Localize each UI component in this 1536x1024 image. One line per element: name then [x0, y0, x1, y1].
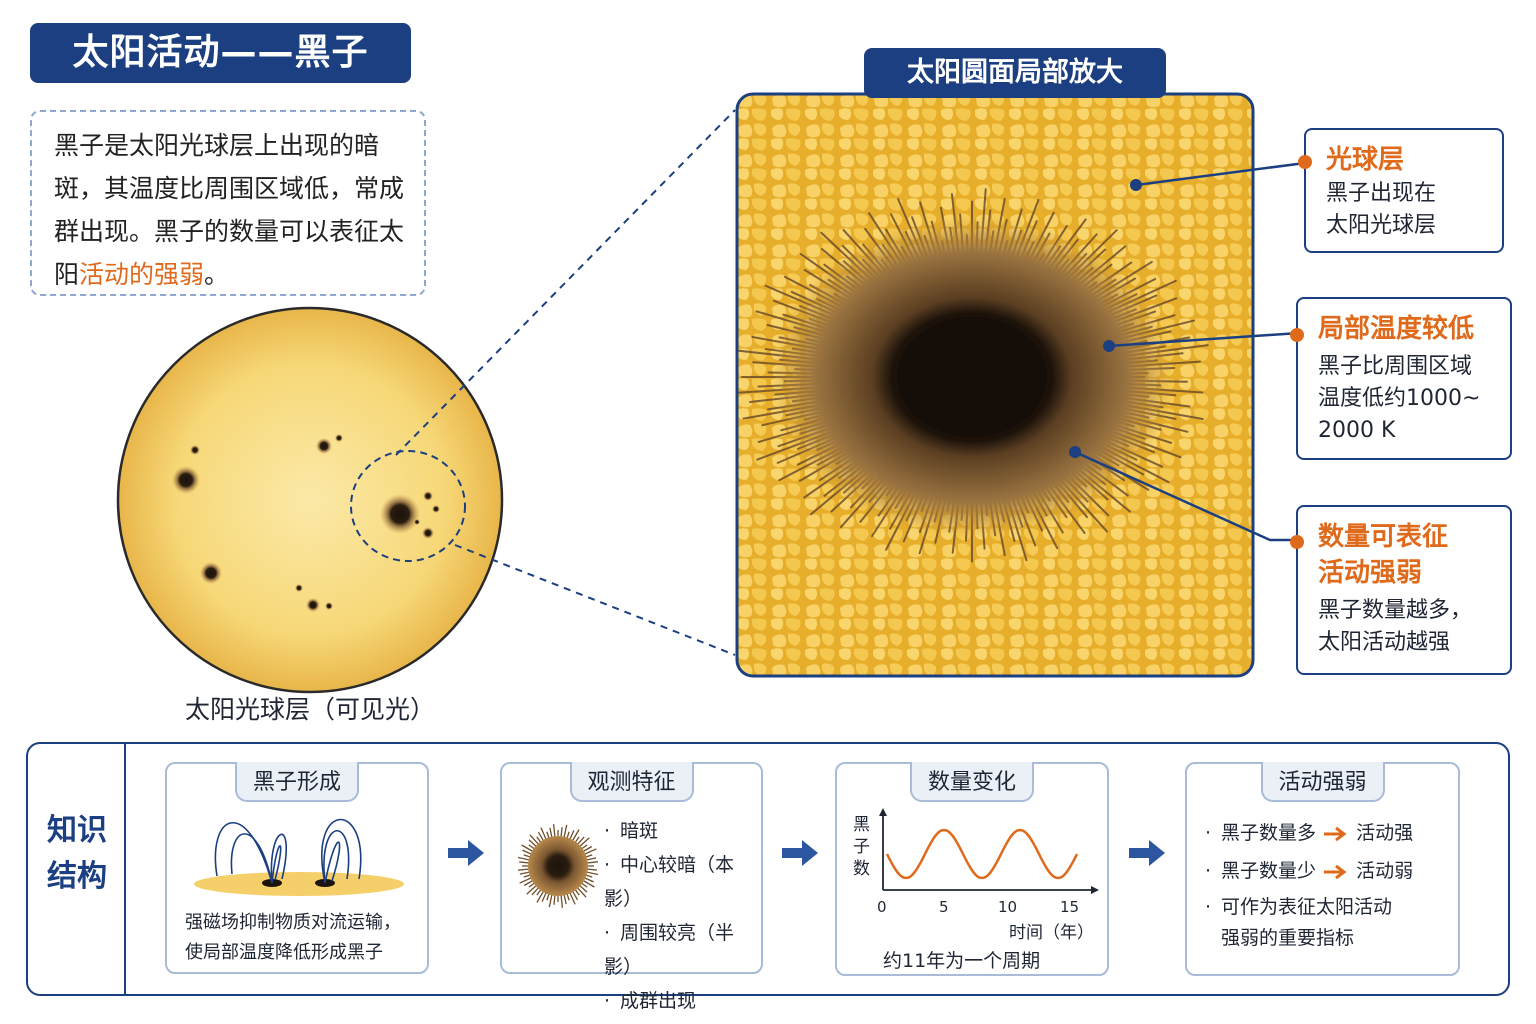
callout-photosphere: 光球层 黑子出现在 太阳光球层 — [1298, 128, 1504, 253]
intro-box: 黑子是太阳光球层上出现的暗斑，其温度比周围区域低，常成群出现。黑子的数量可以表征… — [30, 110, 426, 296]
magnetic-field-icon — [194, 818, 404, 896]
flow-arrow-icon — [782, 840, 818, 866]
callout-line: 黑子出现在 — [1326, 181, 1437, 206]
card-formation: 黑子形成 强磁场抑制物质对流运输， 使局部温度降低形成黑子 — [165, 762, 429, 974]
callout-line: 2000 K — [1318, 418, 1396, 443]
pointer-dot-count — [1069, 446, 1081, 458]
callout-title: 局部温度较低 — [1318, 314, 1475, 344]
orange-arrow-icon — [1324, 864, 1347, 879]
intro-text: 黑子是太阳光球层上出现的暗斑，其温度比周围区域低，常成群出现。黑子的数量可以表征… — [54, 131, 405, 289]
card-tab: 黑子形成 — [234, 762, 360, 802]
zoom-title: 太阳圆面局部放大 — [864, 48, 1166, 98]
pointer-dot-temperature — [1103, 340, 1115, 352]
knowledge-label: 知识 结构 — [40, 808, 114, 900]
x-tick: 10 — [998, 898, 1018, 916]
knowledge-label-line: 知识 — [47, 813, 107, 848]
callout-title: 活动强弱 — [1318, 558, 1423, 588]
panel-divider — [124, 744, 126, 994]
card-tab: 观测特征 — [569, 762, 694, 802]
chart-xlabel: 时间（年） — [1009, 923, 1094, 943]
page-title: 太阳活动——黑子 — [30, 23, 411, 83]
bullet-item: ·周围较亮（半影） — [604, 922, 735, 978]
callout-title: 数量可表征 — [1318, 522, 1449, 552]
x-tick: 0 — [877, 898, 887, 916]
callout-line: 太阳光球层 — [1326, 213, 1437, 238]
chart-ylabel: 黑 子 数 — [853, 815, 870, 879]
activity-note: ·可作为表征太阳活动 强弱的重要指标 — [1205, 896, 1393, 949]
pointer-dot-photosphere — [1130, 179, 1142, 191]
activity-row: ·黑子数量少 活动弱 — [1205, 860, 1414, 882]
bullet-item: ·暗斑 — [604, 820, 659, 842]
x-tick: 15 — [1060, 898, 1080, 916]
card-variation: 数量变化 黑 子 数 0 5 10 15 时间（年） 约11年为一个周期 — [835, 762, 1109, 976]
callout-line: 太阳活动越强 — [1318, 630, 1451, 655]
bullet-item: ·中心较暗（本影） — [604, 854, 735, 910]
flow-arrow-icon — [1129, 840, 1165, 866]
callout-temperature: 局部温度较低 黑子比周围区域 温度低约1000~ 2000 K — [1290, 297, 1512, 460]
observation-bullets: ·暗斑 ·中心较暗（本影） ·周围较亮（半影） ·成群出现 — [604, 814, 761, 1018]
knowledge-panel — [26, 742, 1510, 996]
callout-line: 黑子比周围区域 — [1318, 354, 1473, 379]
sunspot-cycle-chart — [879, 808, 1099, 894]
sunspot-icon — [518, 824, 598, 908]
orange-dot-icon — [1298, 155, 1312, 169]
formation-line: 强磁场抑制物质对流运输， — [185, 912, 401, 933]
intro-end: 。 — [204, 260, 230, 289]
knowledge-label-line: 结构 — [47, 859, 107, 894]
flow-arrow-icon — [448, 840, 484, 866]
activity-row: ·黑子数量多 活动强 — [1205, 822, 1414, 844]
sun-disc-image — [116, 306, 504, 694]
callout-activity: 数量可表征 活动强弱 黑子数量越多， 太阳活动越强 — [1290, 505, 1512, 675]
bullet-item: ·成群出现 — [604, 990, 697, 1012]
x-tick: 5 — [939, 898, 949, 916]
card-activity: 活动强弱 ·黑子数量多 活动强 ·黑子数量少 活动弱 ·可作为表征太阳活动 强弱… — [1185, 762, 1460, 976]
formation-line: 使局部温度降低形成黑子 — [185, 942, 383, 963]
zoom-region-circle — [350, 450, 466, 562]
intro-highlight: 活动的强弱 — [79, 260, 205, 289]
sun-caption: 太阳光球层（可见光） — [184, 695, 435, 724]
zoomed-sunspot-image — [735, 92, 1255, 678]
orange-dot-icon — [1290, 535, 1304, 549]
cycle-caption: 约11年为一个周期 — [883, 950, 1041, 972]
card-observation: 观测特征 ·暗斑 ·中心较暗（本影） ·周围较亮（半影） ·成群出现 — [500, 762, 763, 1012]
callout-title: 光球层 — [1326, 145, 1405, 175]
sunspot-group — [172, 434, 440, 612]
callout-line: 黑子数量越多， — [1318, 598, 1473, 623]
callout-line: 温度低约1000~ — [1318, 386, 1481, 411]
orange-arrow-icon — [1324, 826, 1347, 841]
card-tab: 活动强弱 — [1260, 762, 1385, 802]
orange-dot-icon — [1290, 328, 1304, 342]
card-tab: 数量变化 — [909, 762, 1035, 802]
